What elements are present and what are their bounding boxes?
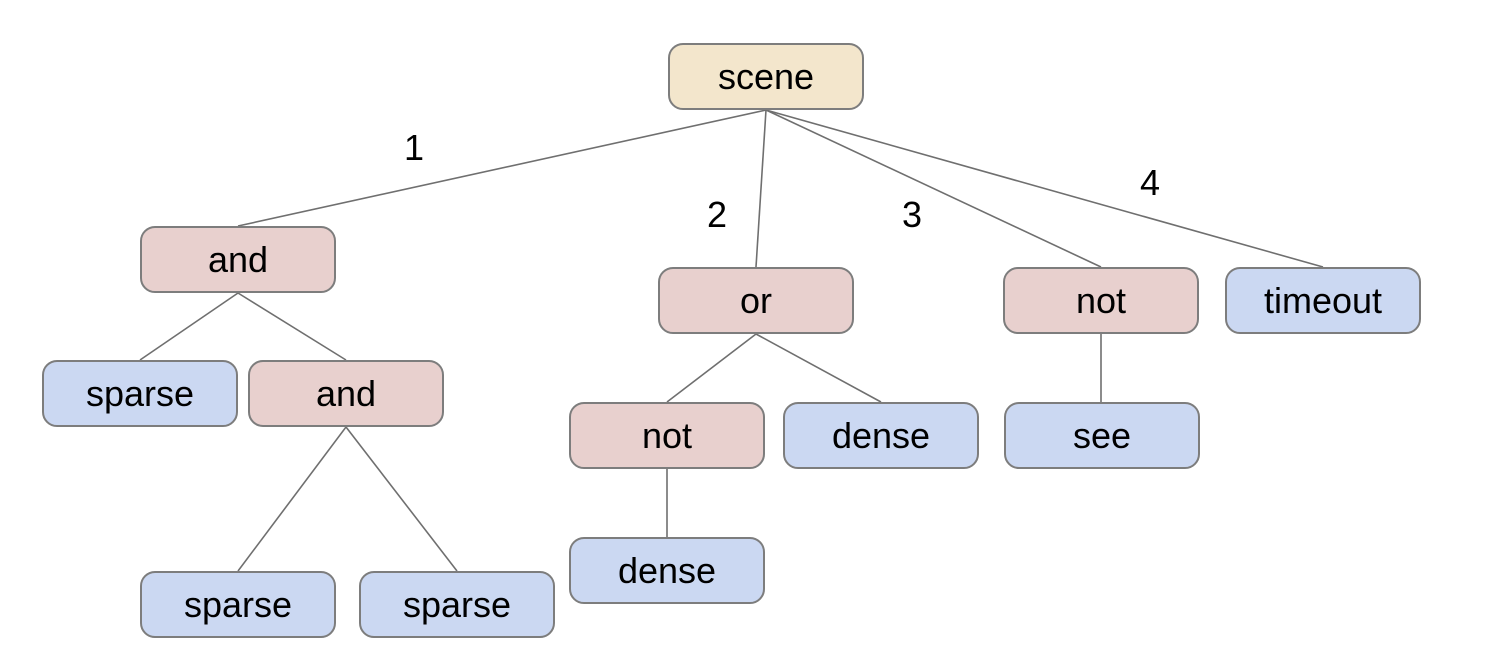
edge-scene-timeout xyxy=(765,109,1324,268)
edge-label-3: 3 xyxy=(901,194,923,235)
edge-label-1: 1 xyxy=(403,127,425,168)
node-dense-1: dense xyxy=(783,402,979,469)
node-dense-2: dense xyxy=(569,537,765,604)
node-and-2: and xyxy=(248,360,444,427)
edge-scene-and xyxy=(237,109,767,227)
edge-and2-sparse3 xyxy=(345,426,458,572)
node-not-1: not xyxy=(1003,267,1199,334)
node-sparse-1: sparse xyxy=(42,360,238,427)
node-or-1: or xyxy=(658,267,854,334)
edge-or-dense xyxy=(755,333,882,403)
node-sparse-2: sparse xyxy=(140,571,336,638)
edge-and2-sparse2 xyxy=(237,426,347,572)
edge-and-sparse xyxy=(139,292,239,361)
edge-scene-not xyxy=(765,109,1102,268)
edge-or-not2 xyxy=(666,333,757,403)
node-not-2: not xyxy=(569,402,765,469)
edge-and-and xyxy=(237,292,347,361)
node-and-1: and xyxy=(140,226,336,293)
node-see-1: see xyxy=(1004,402,1200,469)
node-scene: scene xyxy=(668,43,864,110)
node-sparse-3: sparse xyxy=(359,571,555,638)
edge-label-4: 4 xyxy=(1139,162,1161,203)
edge-label-2: 2 xyxy=(706,194,728,235)
node-timeout-1: timeout xyxy=(1225,267,1421,334)
edge-scene-or xyxy=(755,109,767,268)
